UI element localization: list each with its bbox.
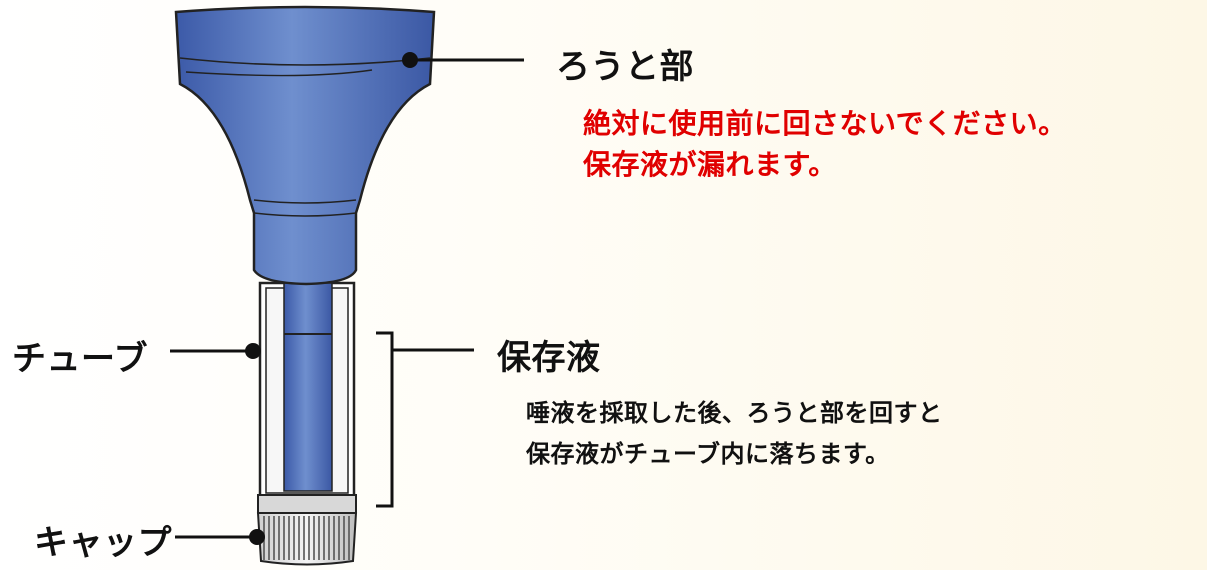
preservative-label: 保存液	[497, 338, 601, 378]
preservative-bracket	[376, 331, 474, 508]
cap-leader	[175, 529, 265, 545]
tube-leader	[170, 343, 261, 359]
preservative-description-line-2: 保存液がチューブ内に落ちます。	[526, 440, 890, 468]
cap	[256, 494, 358, 566]
tube-label: チューブ	[12, 339, 148, 379]
funnel	[174, 5, 436, 286]
preservative-rod	[283, 282, 333, 492]
cap-label: キャップ	[34, 523, 172, 563]
funnel-warning-line-2: 保存液が漏れます。	[583, 148, 837, 181]
funnel-warning-line-1: 絶対に使用前に回さないでください。	[583, 107, 1067, 140]
tube	[258, 281, 356, 500]
preservative-description-line-1: 唾液を採取した後、ろうと部を回すと	[526, 399, 943, 427]
funnel-leader	[402, 52, 524, 68]
funnel-label: ろうと部	[556, 47, 694, 87]
